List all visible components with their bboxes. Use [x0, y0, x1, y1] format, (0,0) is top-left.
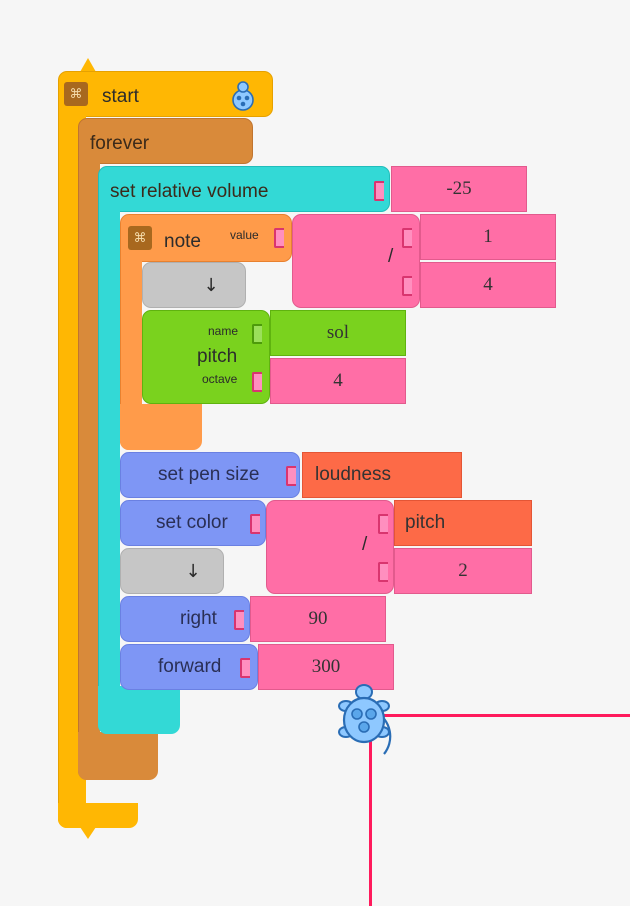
- collapse-icon[interactable]: ⌘: [64, 82, 88, 106]
- volume-arm: [98, 204, 120, 734]
- pitch-octave-connector: [252, 372, 262, 392]
- pitch-name-connector: [252, 324, 262, 344]
- note-foot: [120, 404, 202, 450]
- note-denominator-value[interactable]: 4: [420, 262, 556, 308]
- volume-header[interactable]: [98, 166, 390, 212]
- set-color-divide-block[interactable]: [266, 500, 394, 594]
- set-relative-volume-block[interactable]: set relative volume: [98, 166, 390, 734]
- start-foot: [58, 803, 138, 828]
- right-label: right: [180, 608, 217, 629]
- color-numerator-connector: [378, 514, 388, 534]
- turtle-trail-horizontal: [372, 714, 630, 717]
- right-block[interactable]: [120, 596, 250, 642]
- color-denominator-value[interactable]: 2: [394, 548, 532, 594]
- note-block[interactable]: ⌘ note value: [120, 214, 292, 450]
- note-arm: [120, 252, 142, 450]
- note-numerator-connector: [402, 228, 412, 248]
- volume-foot: [98, 686, 180, 734]
- pitch-name-label: name: [208, 324, 239, 338]
- down-arrow-icon: ↓: [185, 560, 201, 582]
- set-color-label: set color: [156, 512, 228, 533]
- set-color-connector: [250, 514, 260, 534]
- pen-size-connector: [286, 466, 296, 486]
- set-color-block[interactable]: [120, 500, 266, 546]
- set-color-divide-operator: /: [362, 534, 368, 555]
- color-numerator-value[interactable]: pitch: [394, 500, 532, 546]
- forever-block[interactable]: forever: [78, 118, 253, 780]
- volume-label: set relative volume: [110, 181, 269, 202]
- forever-arm: [78, 156, 100, 780]
- pitch-label: pitch: [197, 346, 238, 367]
- pitch-name-value[interactable]: sol: [270, 310, 406, 356]
- start-label: start: [102, 86, 139, 107]
- start-hat-top: [80, 58, 96, 72]
- forever-header[interactable]: [78, 118, 253, 164]
- note-collapse-icon[interactable]: ⌘: [128, 226, 152, 250]
- right-value[interactable]: 90: [250, 596, 386, 642]
- forward-connector: [240, 658, 250, 678]
- note-divide-operator: /: [388, 246, 394, 267]
- note-divide-block[interactable]: [292, 214, 420, 308]
- set-pen-size-label: set pen size: [158, 464, 260, 485]
- note-value-connector: [274, 228, 284, 248]
- forward-value[interactable]: 300: [258, 644, 394, 690]
- pitch-octave-label: octave: [202, 372, 238, 386]
- forever-foot: [78, 732, 158, 780]
- note-denominator-connector: [402, 276, 412, 296]
- pitch-block[interactable]: [142, 310, 270, 404]
- pitch-octave-value[interactable]: 4: [270, 358, 406, 404]
- forward-block[interactable]: [120, 644, 258, 690]
- hidden-block-2[interactable]: [120, 548, 224, 594]
- color-denominator-connector: [378, 562, 388, 582]
- turtle-icon[interactable]: [336, 684, 406, 760]
- volume-connector: [374, 181, 384, 201]
- turtle-trail-vertical: [369, 714, 372, 906]
- hidden-block-1[interactable]: [142, 262, 246, 308]
- turtle-start-icon[interactable]: [228, 80, 258, 112]
- set-pen-size-block[interactable]: [120, 452, 300, 498]
- note-numerator-value[interactable]: 1: [420, 214, 556, 260]
- volume-value[interactable]: -25: [391, 166, 527, 212]
- note-label: note: [164, 231, 201, 252]
- start-hat-bottom: [80, 827, 96, 839]
- down-arrow-icon: ↓: [203, 274, 219, 296]
- note-value-label: value: [230, 228, 259, 242]
- pen-size-value[interactable]: loudness: [302, 452, 462, 498]
- forward-label: forward: [158, 656, 222, 677]
- right-connector: [234, 610, 244, 630]
- forever-label: forever: [90, 133, 150, 154]
